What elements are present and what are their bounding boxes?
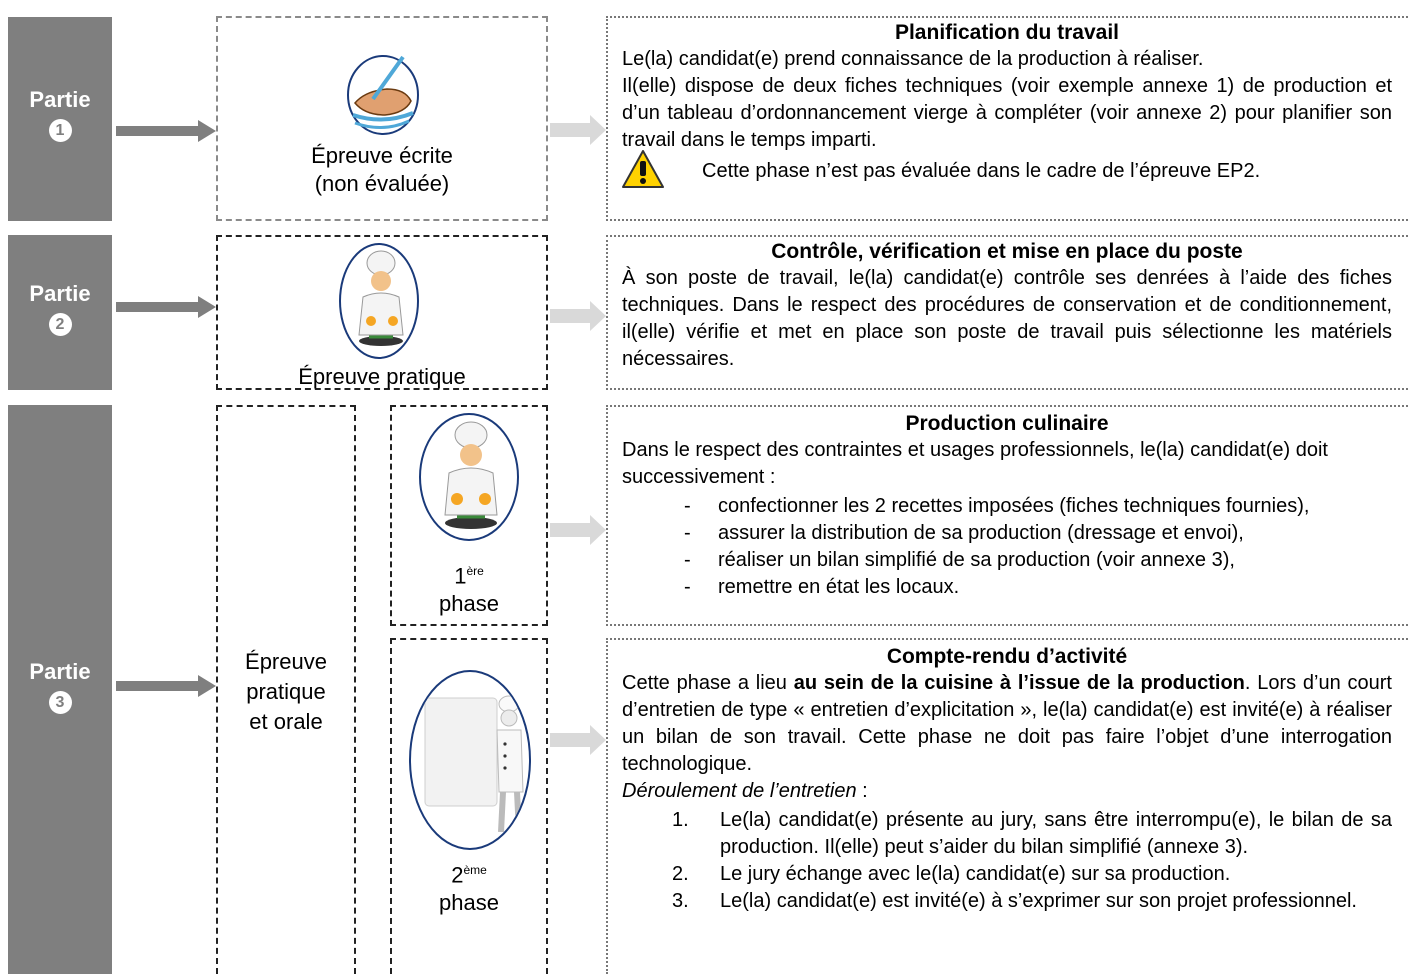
- chef-holding-sign-icon: [409, 670, 531, 850]
- partie-1-number: 1: [48, 119, 72, 142]
- section-3-intro: Dans le respect des contraintes et usage…: [622, 439, 1328, 488]
- phase-1-box: 1ère phase: [390, 405, 548, 626]
- section-4-list: 1.Le(la) candidat(e) présente au jury, s…: [622, 807, 1392, 915]
- dark-arrow-3: [116, 675, 216, 697]
- phase-2-word: phase: [439, 890, 499, 916]
- dark-arrow-1: [116, 120, 216, 142]
- chef-cooking-icon: [419, 413, 519, 541]
- chef-cooking-icon: [339, 243, 419, 359]
- phase-2-number: 2: [451, 862, 464, 888]
- list-item: 2.Le jury échange avec le(la) candidat(e…: [672, 863, 1231, 885]
- section-4-title: Compte-rendu d’activité: [886, 645, 1128, 668]
- epreuve-ecrite-line2: (non évaluée): [314, 171, 450, 196]
- light-arrow-1: [550, 115, 606, 145]
- warning-triangle-icon: [622, 150, 664, 188]
- section-4-subtitle: Déroulement de l’entretien: [622, 780, 857, 802]
- phase-1-suffix: ère: [466, 564, 484, 578]
- list-item: 1.Le(la) candidat(e) présente au jury, s…: [672, 809, 1392, 858]
- section-4-paragraph: Cette phase a lieu au sein de la cuisine…: [622, 672, 1392, 775]
- section-3-list: -confectionner les 2 recettes imposées (…: [622, 493, 1392, 601]
- partie-2-label: Partie: [29, 281, 91, 306]
- epreuve-ecrite-line1: Épreuve écrite: [311, 143, 453, 168]
- writing-hand-icon: [347, 55, 419, 135]
- section-planification: Planification du travail Le(la) candidat…: [606, 16, 1408, 221]
- phase-2-suffix: ème: [463, 863, 487, 877]
- list-item: -assurer la distribution de sa productio…: [684, 522, 1244, 544]
- light-arrow-4: [550, 725, 606, 755]
- list-item: 3.Le(la) candidat(e) est invité(e) à s’e…: [672, 890, 1357, 912]
- partie-2-number: 2: [48, 313, 72, 336]
- section-2-title: Contrôle, vérification et mise en place …: [771, 240, 1243, 263]
- list-item: -réaliser un bilan simplifié de sa produ…: [684, 549, 1235, 571]
- phase-1-word: phase: [439, 591, 499, 617]
- section-2-paragraph: À son poste de travail, le(la) candidat(…: [622, 267, 1392, 370]
- section-1-title: Planification du travail: [894, 21, 1120, 44]
- light-arrow-3: [550, 515, 606, 545]
- section-3-title: Production culinaire: [905, 412, 1109, 435]
- partie-3-label: Partie: [29, 659, 91, 684]
- epreuve-orale-line1: Épreuve: [245, 649, 327, 674]
- list-item: -confectionner les 2 recettes imposées (…: [684, 495, 1310, 517]
- light-arrow-2: [550, 301, 606, 331]
- epreuve-orale-line3: et orale: [249, 709, 323, 734]
- section-1-paragraph: Il(elle) dispose de deux fiches techniqu…: [622, 75, 1392, 151]
- section-production: Production culinaire Dans le respect des…: [606, 405, 1408, 626]
- list-item: -remettre en état les locaux.: [684, 576, 960, 598]
- section-1-line1: Le(la) candidat(e) prend connaissance de…: [622, 48, 1204, 70]
- partie-2-block: Partie 2: [8, 235, 112, 390]
- partie-3-number: 3: [48, 691, 72, 714]
- partie-3-block: Partie 3: [8, 405, 112, 974]
- section-4-bold: au sein de la cuisine à l’issue de la pr…: [793, 672, 1245, 694]
- section-compte-rendu: Compte-rendu d’activité Cette phase a li…: [606, 638, 1408, 974]
- epreuve-orale-line2: pratique: [246, 679, 326, 704]
- partie-1-label: Partie: [29, 87, 91, 112]
- partie-1-block: Partie 1: [8, 17, 112, 221]
- section-1-warning: Cette phase n’est pas évaluée dans le ca…: [702, 160, 1261, 182]
- epreuve-pratique-box: Épreuve pratique: [216, 235, 548, 390]
- section-controle: Contrôle, vérification et mise en place …: [606, 235, 1408, 390]
- phase-1-number: 1: [454, 563, 467, 589]
- dark-arrow-2: [116, 296, 216, 318]
- epreuve-ecrite-box: Épreuve écrite (non évaluée): [216, 16, 548, 221]
- epreuve-pratique-label: Épreuve pratique: [298, 364, 466, 389]
- phase-2-box: 2ème phase: [390, 638, 548, 974]
- epreuve-orale-box: Épreuve pratique et orale: [216, 405, 356, 974]
